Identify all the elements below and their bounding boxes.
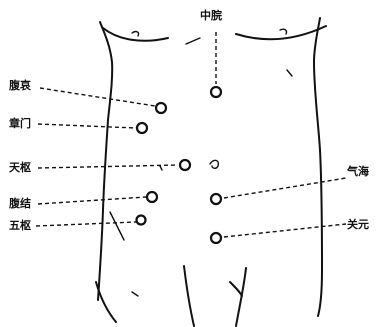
label-tianshu: 天枢 [9, 162, 31, 173]
leader-zhangmen [38, 124, 136, 128]
label-fujie: 腹结 [9, 198, 31, 209]
label-zhangmen: 章门 [9, 118, 31, 129]
leader-guanyuan [224, 224, 346, 237]
sternum-mark [186, 38, 200, 44]
left-thigh-line [184, 266, 194, 326]
torso-tick [160, 166, 162, 170]
label-zhongwan: 中脘 [200, 10, 222, 21]
leader-fuai [40, 88, 155, 106]
right-thigh-line [236, 268, 246, 326]
point-guanyuan [211, 233, 221, 243]
leader-tianshu [38, 165, 178, 168]
right-torso-outline [314, 18, 322, 316]
label-wushu: 五枢 [9, 220, 31, 231]
label-guanyuan: 关元 [347, 219, 369, 230]
left-nipple-mark [132, 32, 139, 36]
leader-wushu [36, 222, 136, 226]
leader-qihai [224, 178, 346, 198]
point-tianshu [180, 160, 190, 170]
hatch-mark-right [287, 70, 292, 76]
leader-fujie [38, 197, 146, 204]
point-zhangmen [137, 123, 147, 133]
left-torso-outline [98, 22, 112, 300]
navel-mark [210, 160, 218, 168]
point-qihai [211, 194, 221, 204]
point-fujie [147, 192, 157, 202]
hatch-mark-left [110, 212, 124, 240]
label-fuai: 腹哀 [9, 80, 31, 91]
right-hip-mark [230, 282, 242, 296]
hatch-mark-small [132, 292, 138, 296]
point-wushu [137, 216, 146, 225]
point-zhongwan [211, 87, 221, 97]
point-fuai [156, 103, 166, 113]
left-chest-curve [103, 28, 168, 41]
label-qihai: 气海 [347, 166, 369, 177]
right-chest-curve [236, 26, 326, 39]
right-nipple-mark [280, 29, 287, 34]
